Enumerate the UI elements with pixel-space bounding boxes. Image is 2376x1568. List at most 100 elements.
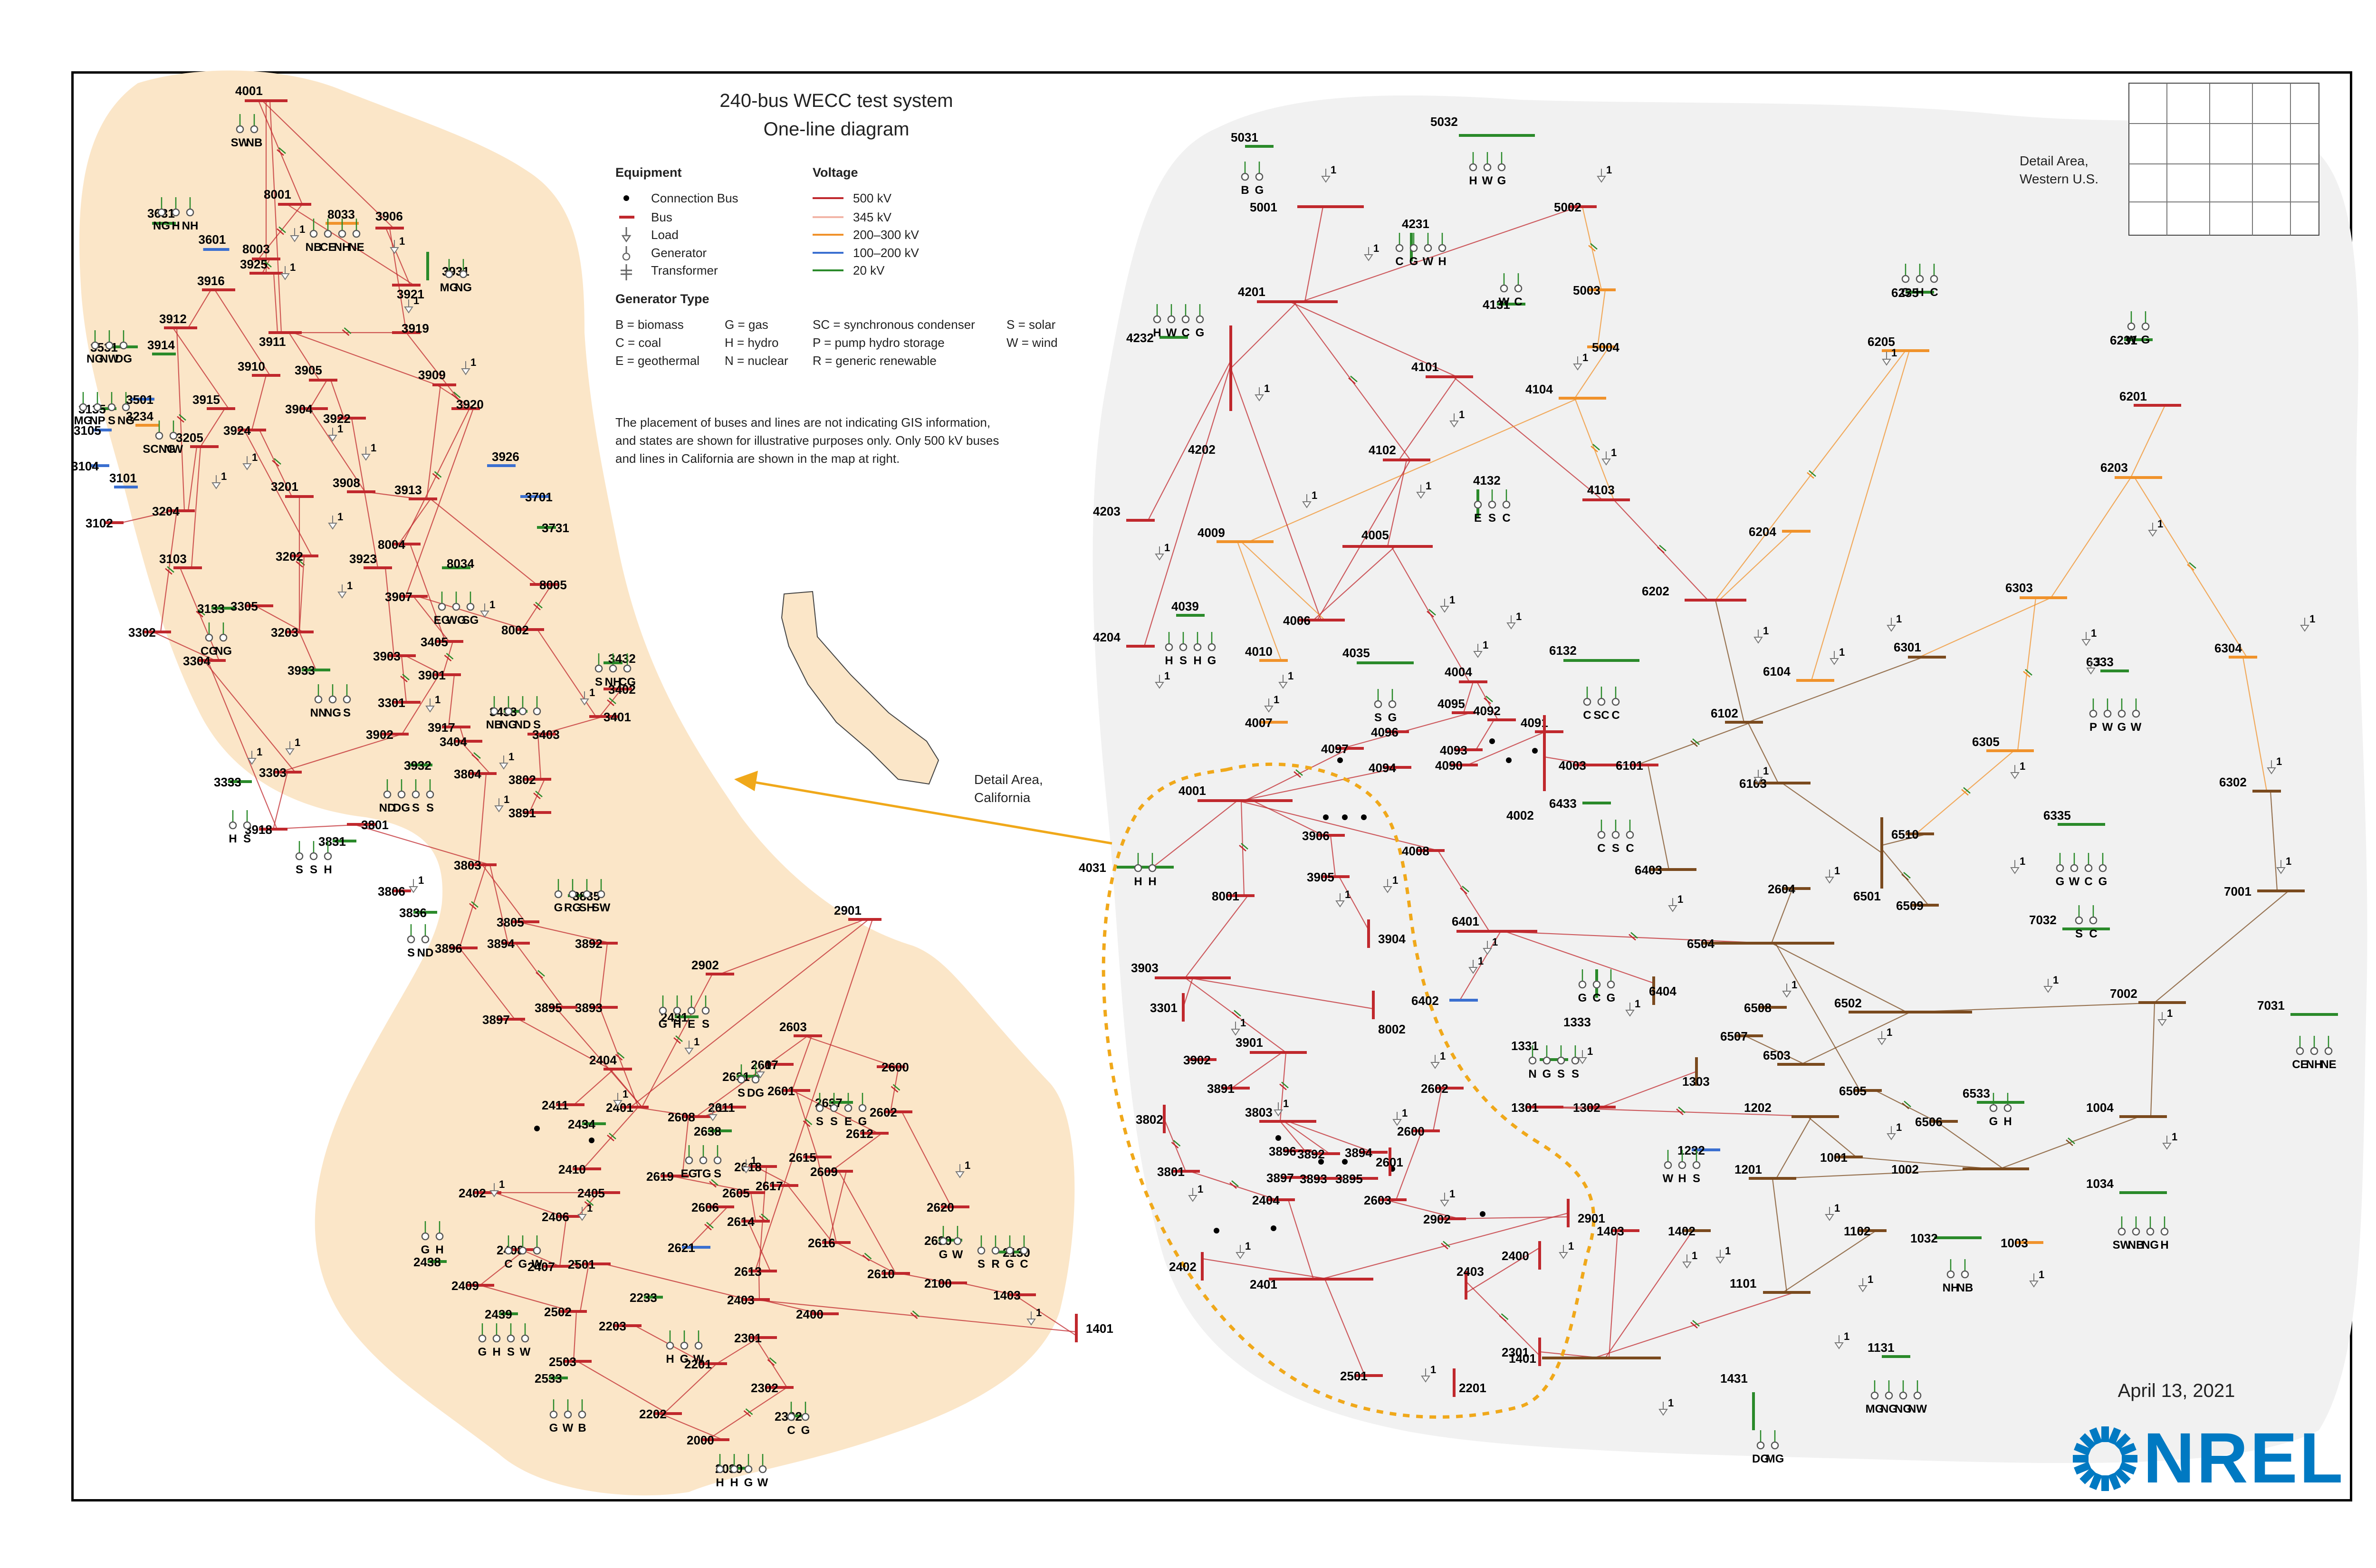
line-3903w-8002w (1188, 977, 1374, 1010)
load-label: 1 (337, 511, 343, 523)
generator-icon (295, 852, 304, 860)
load-label: 1 (1283, 1098, 1289, 1109)
bus-label: 5003 (1573, 283, 1600, 297)
line-1202-1001 (1807, 1116, 1857, 1157)
bus-label: 2613 (734, 1264, 762, 1279)
load-label: 1 (2020, 855, 2025, 867)
bus-2609: 2609 (810, 1165, 853, 1179)
bus-4104: 4104 (1525, 382, 1606, 400)
bus-label: 3805 (497, 915, 524, 929)
bus-4094: 4094 (1369, 761, 1411, 775)
bus-3305: 3305 (230, 599, 273, 613)
line-mark (432, 473, 440, 480)
line-6504-6502 (1771, 943, 1907, 1013)
generator-icon (578, 1410, 586, 1419)
load-label: 1 (751, 1155, 757, 1166)
bus-label: 1232 (1677, 1143, 1705, 1157)
line-2600w-2603w (1395, 1130, 1423, 1200)
bus-label: 5004 (1592, 340, 1619, 354)
bus-label: 3906 (375, 209, 403, 223)
generator-type-label: G (2117, 721, 2127, 734)
generator-type-label: S (507, 1346, 515, 1358)
bus-2302: 2302 (751, 1381, 794, 1395)
generator-icon (2084, 864, 2093, 872)
load-symbol: 1 (1668, 893, 1683, 912)
generator-icon (2003, 1104, 2012, 1112)
bus-5001: 5001 (1250, 200, 1364, 214)
load-label: 1 (589, 687, 595, 698)
generator-icon (1542, 1056, 1551, 1065)
bus-label: 2609 (810, 1165, 838, 1179)
line-mark (1676, 1109, 1684, 1115)
line-mark (165, 568, 172, 575)
line-mark (1232, 1012, 1239, 1019)
line-mark (711, 1179, 719, 1186)
load-symbol: 1 (613, 1088, 628, 1107)
line-7001-6302 (2270, 791, 2278, 891)
load-symbol: 1 (1601, 447, 1617, 466)
line-3803w-3892w (1284, 1121, 1330, 1154)
generator-type-label: NE (2320, 1058, 2336, 1071)
bus-2403: 2403 (1456, 1264, 1484, 1300)
generator-icon (1196, 315, 1204, 324)
bus-label: 3902 (366, 727, 393, 742)
bus-5002: 5002 (1554, 200, 1597, 214)
load-label: 1 (413, 295, 419, 306)
bus-3920: 3920 (451, 397, 484, 411)
connection-bus-dot (1337, 757, 1343, 763)
western-us-area-label: Western U.S. (2020, 172, 2098, 186)
load-symbol: 1 (361, 442, 376, 461)
load-symbol: 1 (1782, 979, 1797, 998)
load-label: 1 (1240, 1017, 1246, 1029)
bus-3301: 3301 (1150, 993, 1185, 1022)
generator-icon (1020, 1246, 1028, 1255)
bus-3803: 3803 (454, 858, 497, 872)
bus-label: 3911 (259, 335, 286, 349)
logo-ray (2119, 1443, 2136, 1456)
line-mark (167, 566, 174, 573)
generator-type-label: S (816, 1115, 824, 1128)
bus-4202: 4202 (1188, 325, 1232, 457)
line-3910-3924 (251, 375, 267, 430)
line-mark (1173, 1140, 1181, 1147)
bus-6506: 6506 (1915, 1115, 1958, 1129)
line-2409-2502 (479, 1284, 573, 1312)
bus-label: 5032 (1430, 115, 1458, 129)
bus-2502: 2502 (544, 1305, 587, 1319)
bus-6132: 6132 (1549, 643, 1639, 662)
line-3305-3203 (255, 605, 304, 632)
generator-type-label: G (2098, 875, 2108, 888)
bus-label: 6502 (1834, 996, 1862, 1010)
bus-8002: 8002 (1372, 991, 1406, 1036)
connection-bus-dot (1532, 748, 1538, 754)
load-symbol: 1 (1715, 1245, 1731, 1264)
bus-2405: 2405 (577, 1186, 620, 1200)
line-mark (615, 1054, 623, 1061)
generator-type-label: RG (564, 901, 581, 914)
generator-icon (504, 707, 513, 716)
logo-ray (2114, 1433, 2131, 1450)
bus-label: 4102 (1369, 443, 1396, 457)
line-8004-3405 (409, 544, 446, 642)
bus-3102: 3102 (86, 516, 124, 530)
bus-3921: 3921 (392, 284, 424, 301)
bus-1101: 1101 (1730, 1276, 1811, 1294)
load-symbol: 1 (328, 423, 343, 442)
bus-label: 3204 (152, 504, 180, 518)
line-mark (1350, 375, 1358, 382)
load-label: 1 (1426, 480, 1431, 492)
line-mark (1904, 1100, 1911, 1108)
bus-label: 2434 (568, 1117, 595, 1131)
generator-type-label: C (1395, 255, 1403, 268)
generator-icon (1597, 831, 1606, 839)
load-label: 1 (499, 1178, 505, 1190)
line-2503-2202 (577, 1361, 668, 1414)
placement-note-line: The placement of buses and lines are not… (615, 415, 990, 430)
placement-note-line: and lines in California are shown in the… (615, 451, 900, 466)
bus-label: 3922 (323, 411, 351, 426)
